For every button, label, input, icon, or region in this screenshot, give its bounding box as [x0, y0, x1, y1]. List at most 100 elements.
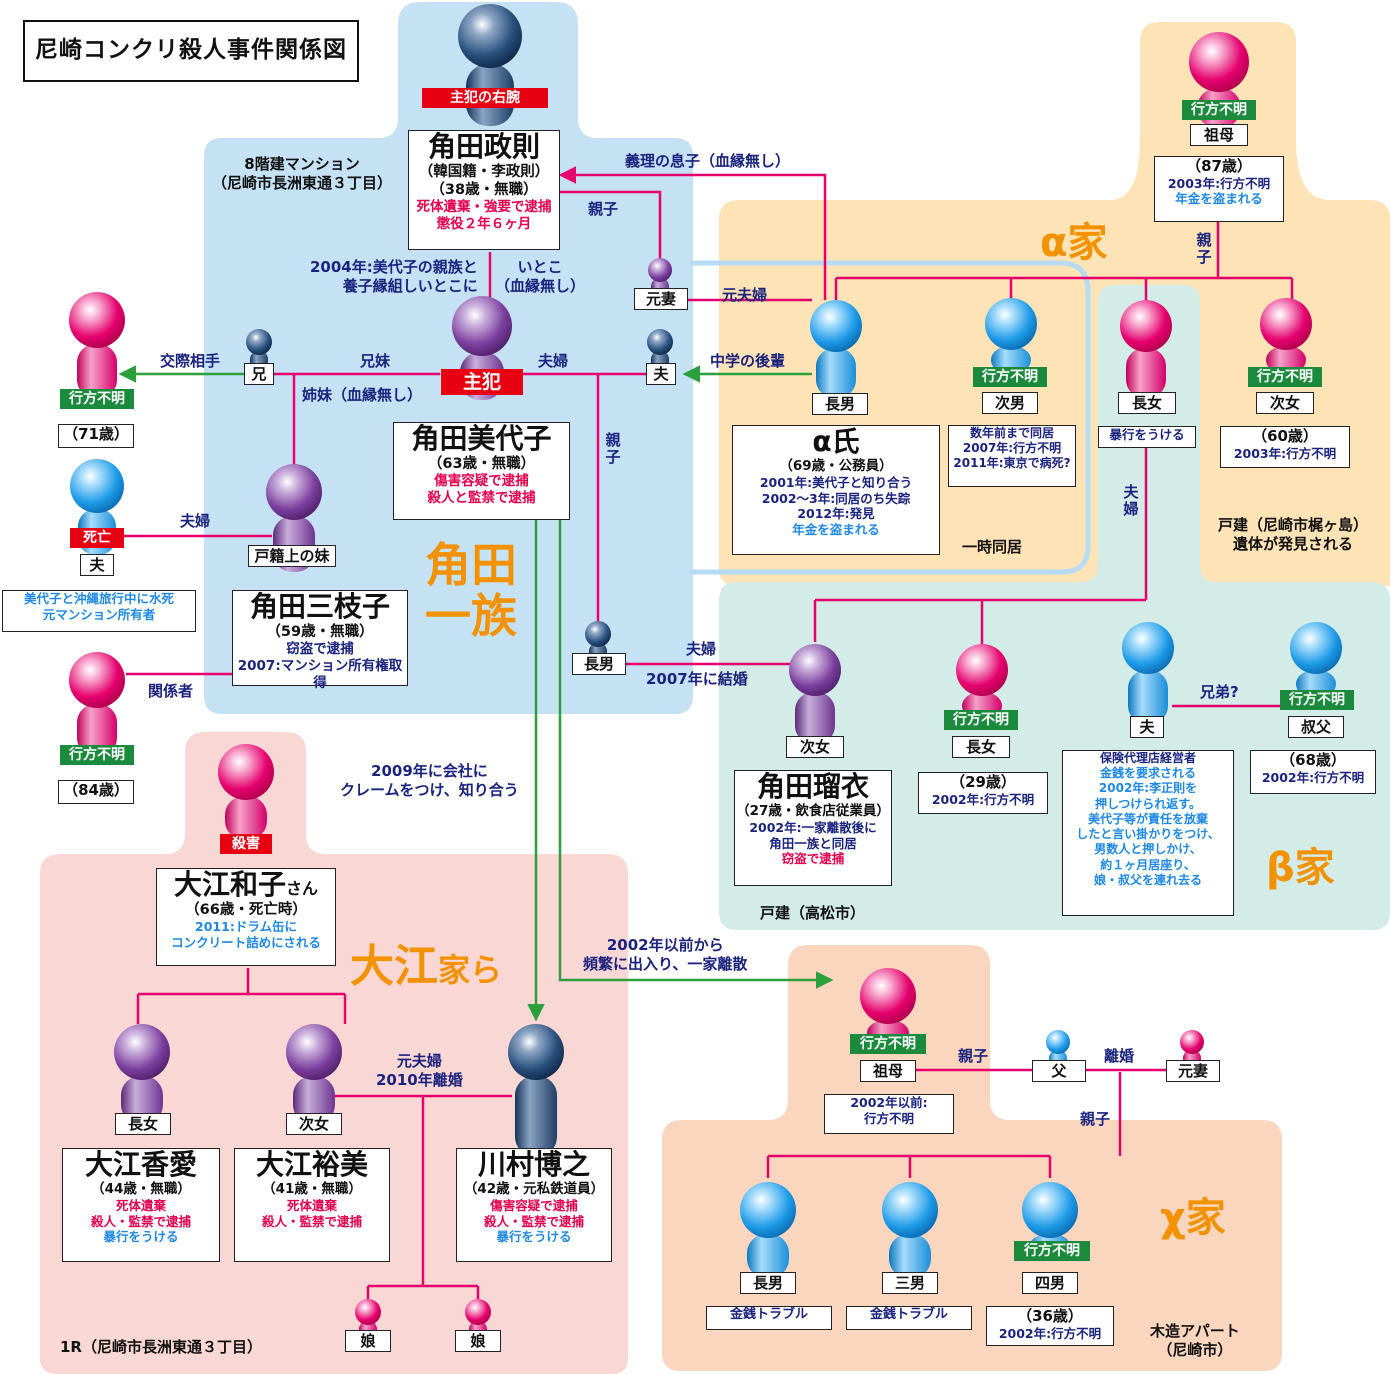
tag-daughter-1: 娘 — [345, 1330, 391, 1352]
card-kaori: 大江香愛 （44歳・無職） 死体遺棄 殺人・監禁で逮捕 暴行をうける — [62, 1148, 220, 1262]
figure-kaori — [114, 1024, 170, 1124]
tag-rui: 次女 — [786, 736, 844, 758]
rel-motofufu: 元夫婦 — [722, 286, 768, 304]
card-chi-third: 金銭トラブル — [846, 1306, 972, 1330]
card-kazuko: 大江和子さん （66歳・死亡時） 2011:ドラム缶に コンクリート詰めにされる — [156, 868, 336, 966]
figure-hiromi — [286, 1024, 342, 1124]
card-miyoko: 角田美代子 （63歳・無職） 傷害容疑で逮捕 殺人と監禁で逮捕 — [393, 422, 570, 520]
tag-mieko: 戸籍上の妹 — [248, 545, 336, 567]
tag-chi-exwife: 元妻 — [1166, 1060, 1220, 1082]
rel-chugaku: 中学の後輩 — [710, 352, 786, 370]
figure-chi-eldest — [740, 1182, 796, 1278]
tag-alpha-son: 長男 — [812, 393, 868, 415]
rel-oyako-1: 親子 — [588, 200, 619, 218]
card-rui: 角田瑠衣 （27歳・飲食店従業員） 2002年:一家離散後に 角田一族と同居 窃… — [734, 770, 892, 886]
tag-alpha-grandma: 祖母 — [1190, 124, 1248, 146]
figure-beta-eldest-d — [956, 644, 1008, 720]
rel-kyodai-q: 兄弟? — [1200, 683, 1239, 701]
badge-partner-missing: 行方不明 — [60, 389, 134, 409]
badge-killed: 殺害 — [220, 834, 272, 854]
tag-chi-eldest: 長男 — [740, 1272, 796, 1294]
place-alpha-temp: 一時同居 — [962, 538, 1023, 556]
card-alpha-eldest-d: 暴行をうける — [1098, 426, 1196, 448]
figure-related — [69, 652, 125, 756]
tag-chi-third: 三男 — [882, 1272, 938, 1294]
rel-2004: 2004年:美代子の親族と 養子縁組しいとこに — [310, 258, 478, 295]
figure-beta-husband — [1122, 622, 1174, 724]
badge-alpha-second: 行方不明 — [973, 367, 1047, 387]
card-chi-grandma: 2002年以前: 行方不明 — [824, 1094, 954, 1134]
rel-shimai: 姉妹（血縁無し） — [302, 386, 423, 404]
tag-beta-uncle: 叔父 — [1288, 716, 1344, 738]
rel-kankei: 関係者 — [148, 682, 194, 700]
rel-chi-rikon: 離婚 — [1104, 1047, 1135, 1065]
card-chi-fourth: （36歳） 2002年:行方不明 — [986, 1306, 1114, 1346]
tag-hiromi: 次女 — [286, 1113, 342, 1135]
place-beta: 戸建（高松市） — [760, 904, 866, 922]
tag-kaori: 長女 — [115, 1113, 171, 1135]
badge-alpha-second-d: 行方不明 — [1248, 367, 1322, 387]
rel-chi-oyako-2: 親子 — [1080, 1110, 1111, 1128]
tag-alpha-second: 次男 — [982, 392, 1038, 414]
card-alpha-grandma: （87歳） 2003年:行方不明 年金を盗まれる — [1154, 156, 1284, 222]
family-name-sumida: 角田一族 — [425, 538, 517, 643]
rel-kekkon: 2007年に結婚 — [646, 670, 748, 688]
rel-alpha-oyako: 親子 — [1196, 231, 1212, 266]
place-sumida: 8階建マンション （尼崎市長洲東通３丁目） — [212, 155, 393, 192]
tag-alpha-second-d: 次女 — [1256, 392, 1314, 414]
badge-alpha-grandma: 行方不明 — [1182, 100, 1256, 120]
card-mieko: 角田三枝子 （59歳・無職） 窃盗で逮捕 2007:マンション所有権取得 — [232, 590, 408, 691]
rel-kosai: 交際相手 — [160, 352, 221, 370]
figure-rui — [789, 644, 841, 744]
rel-beta-fufu: 夫婦 — [1123, 483, 1139, 518]
rel-oe-motofufu: 元夫婦 2010年離婚 — [376, 1052, 463, 1089]
card-mieko-husband: 美代子と沖縄旅行中に水死 元マンション所有者 — [2, 590, 196, 632]
badge-right-hand: 主犯の右腕 — [422, 88, 548, 108]
card-related: （84歳） — [58, 780, 134, 804]
rel-giri: 義理の息子（血縁無し） — [625, 152, 791, 170]
tag-alpha-eldest-d: 長女 — [1118, 392, 1176, 414]
tag-beta-eldest-d: 長女 — [952, 736, 1010, 758]
card-hiromi: 大江裕美 （41歳・無職） 死体遺棄 殺人・監禁で逮捕 — [234, 1148, 390, 1262]
figure-alpha-eldest-d — [1120, 300, 1172, 398]
rel-chi-oyako-1: 親子 — [958, 1047, 989, 1065]
tag-daughter-2: 娘 — [455, 1330, 501, 1352]
figure-kazuko — [218, 744, 274, 840]
rel-claim: 2009年に会社に クレームをつけ、知り合う — [340, 762, 519, 799]
rel-fufu-2: 夫婦 — [180, 512, 211, 530]
figure-kawamura — [508, 1024, 564, 1156]
badge-beta-uncle: 行方不明 — [1280, 690, 1354, 710]
tag-mieko-husband: 夫 — [80, 554, 114, 576]
tag-chi-father: 父 — [1032, 1060, 1086, 1082]
rel-kyodai: 兄妹 — [360, 352, 391, 370]
rel-oyako-2: 親子 — [605, 431, 621, 466]
card-kawamura: 川村博之 （42歳・元私鉄道員） 傷害容疑で逮捕 殺人・監禁で逮捕 暴行をうける — [456, 1148, 612, 1262]
figure-masanori — [458, 4, 522, 126]
card-chi-eldest: 金銭トラブル — [706, 1306, 832, 1330]
figure-alpha-second — [985, 298, 1037, 374]
card-masanori: 角田政則 （韓国籍・李政則） （38歳・無職） 死体遺棄・強要で逮捕 懲役２年６… — [408, 130, 560, 250]
relation-lines — [124, 166, 1294, 1302]
family-name-oe: 大江家ら — [350, 941, 503, 992]
family-name-alpha: α家 — [1040, 220, 1108, 266]
tag-exwife: 元妻 — [634, 288, 688, 310]
rel-fufu-1: 夫婦 — [538, 352, 569, 370]
badge-main-culprit: 主犯 — [441, 369, 523, 395]
rel-fufu-3: 夫婦 — [686, 640, 717, 658]
badge-beta-eldest-d: 行方不明 — [944, 710, 1018, 730]
badge-related-missing: 行方不明 — [60, 745, 134, 765]
figure-alpha-son — [810, 300, 862, 398]
badge-dead: 死亡 — [70, 528, 124, 548]
figure-chi-third — [882, 1182, 938, 1278]
tag-husband: 夫 — [646, 363, 676, 385]
place-chi: 木造アパート （尼崎市） — [1150, 1322, 1240, 1359]
badge-chi-fourth: 行方不明 — [1014, 1241, 1090, 1261]
card-beta-eldest-d: （29歳） 2002年:行方不明 — [918, 772, 1048, 814]
tag-chi-grandma: 祖母 — [860, 1060, 916, 1082]
badge-chi-grandma: 行方不明 — [850, 1034, 926, 1054]
cohabitation-outline — [690, 260, 1091, 575]
tag-beta-husband: 夫 — [1130, 716, 1164, 738]
arrow-lines — [118, 365, 834, 1022]
family-name-beta: β家 — [1266, 845, 1335, 891]
rel-before-2002: 2002年以前から 頻繁に出入り、一家離散 — [583, 936, 748, 973]
